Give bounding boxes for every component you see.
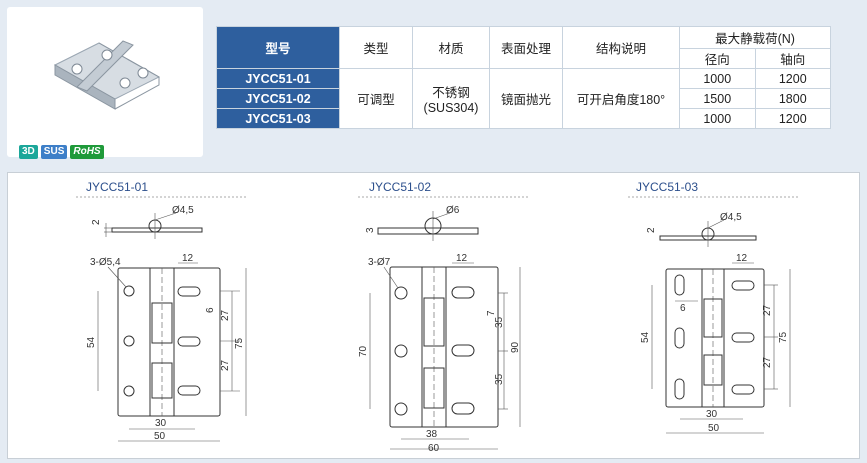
drawing-title: JYCC51-02 xyxy=(369,180,431,194)
dim-holes: 3-Ø5,4 xyxy=(90,257,121,268)
hinge-image xyxy=(53,40,161,110)
model-cell: JYCC51-02 xyxy=(216,88,340,109)
dim-90: 90 xyxy=(510,341,521,353)
radial-cell: 1000 xyxy=(679,108,756,129)
dim-holes: 3-Ø7 xyxy=(368,257,391,268)
dim-6: 6 xyxy=(680,303,686,314)
drawing-panel: JYCC51-01 Ø4,5 2 3-Ø5,4 xyxy=(7,172,860,459)
header-structure: 结构说明 xyxy=(562,26,680,69)
badge-rohs: RoHS xyxy=(70,145,104,159)
header-axial: 轴向 xyxy=(754,48,831,69)
material-line-1: 不锈钢 xyxy=(432,86,470,100)
dim-75: 75 xyxy=(778,331,789,343)
header-material: 材质 xyxy=(412,26,490,69)
product-photo: 3D SUS RoHS xyxy=(7,7,203,159)
dim-50: 50 xyxy=(154,431,166,442)
header-surface: 表面处理 xyxy=(489,26,563,69)
technical-drawings: JYCC51-01 Ø4,5 2 3-Ø5,4 xyxy=(76,180,798,454)
drawing-title: JYCC51-03 xyxy=(636,180,698,194)
badge-row: 3D SUS RoHS xyxy=(19,145,104,159)
dim-hole: Ø4,5 xyxy=(172,205,194,216)
dim-thickness: 3 xyxy=(365,227,376,233)
dim-hole: Ø6 xyxy=(446,205,460,216)
badge-sus: SUS xyxy=(40,145,68,159)
drawing-title: JYCC51-01 xyxy=(86,180,148,194)
structure-cell: 可开启角度180° xyxy=(562,68,680,129)
dim-top-width: 12 xyxy=(736,253,748,264)
dim-7: 7 xyxy=(486,310,497,316)
dim-30: 30 xyxy=(706,409,718,420)
material-cell: 不锈钢(SUS304) xyxy=(412,68,490,129)
dim-50: 50 xyxy=(708,423,720,434)
header-radial: 径向 xyxy=(679,48,756,69)
dim-top-width: 12 xyxy=(182,253,194,264)
model-cell: JYCC51-03 xyxy=(216,108,340,129)
surface-cell: 镜面抛光 xyxy=(489,68,563,129)
spec-section: 3D SUS RoHS 型号 类型 材质 表面处理 结构说明 最大静载荷(N) … xyxy=(0,0,867,165)
dim-54: 54 xyxy=(86,336,97,348)
dim-54: 54 xyxy=(640,331,651,343)
drawing-jycc51-02: JYCC51-02 Ø6 3 3-Ø7 12 xyxy=(358,180,528,454)
dim-75: 75 xyxy=(234,337,245,349)
axial-cell: 1200 xyxy=(754,68,831,89)
dim-35a: 35 xyxy=(494,316,505,328)
material-line-2: (SUS304) xyxy=(423,101,479,115)
radial-cell: 1000 xyxy=(679,68,756,89)
radial-cell: 1500 xyxy=(679,88,756,109)
dim-60: 60 xyxy=(428,443,440,454)
dim-top-width: 12 xyxy=(456,253,468,264)
drawing-jycc51-01: JYCC51-01 Ø4,5 2 3-Ø5,4 xyxy=(76,180,248,442)
dim-70: 70 xyxy=(358,345,369,357)
dim-27b: 27 xyxy=(762,356,773,368)
dim-6: 6 xyxy=(205,307,216,313)
header-load: 最大静载荷(N) xyxy=(679,26,831,49)
dim-thickness: 2 xyxy=(646,227,657,233)
dim-27a: 27 xyxy=(762,304,773,316)
drawing-jycc51-03: JYCC51-03 Ø4,5 2 12 6 xyxy=(628,180,798,434)
dim-thickness: 2 xyxy=(91,219,102,225)
model-cell: JYCC51-01 xyxy=(216,68,340,89)
axial-cell: 1200 xyxy=(754,108,831,129)
dim-30: 30 xyxy=(155,418,167,429)
badge-3d: 3D xyxy=(19,145,38,159)
axial-cell: 1800 xyxy=(754,88,831,109)
header-model: 型号 xyxy=(216,26,340,69)
dim-27a: 27 xyxy=(220,309,231,321)
dim-38: 38 xyxy=(426,429,438,440)
header-type: 类型 xyxy=(339,26,413,69)
dim-35b: 35 xyxy=(494,373,505,385)
dim-hole: Ø4,5 xyxy=(720,212,742,223)
spec-table: 型号 类型 材质 表面处理 结构说明 最大静载荷(N) 径向 轴向 JYCC51… xyxy=(216,26,831,129)
dim-27b: 27 xyxy=(220,359,231,371)
type-cell: 可调型 xyxy=(339,68,413,129)
